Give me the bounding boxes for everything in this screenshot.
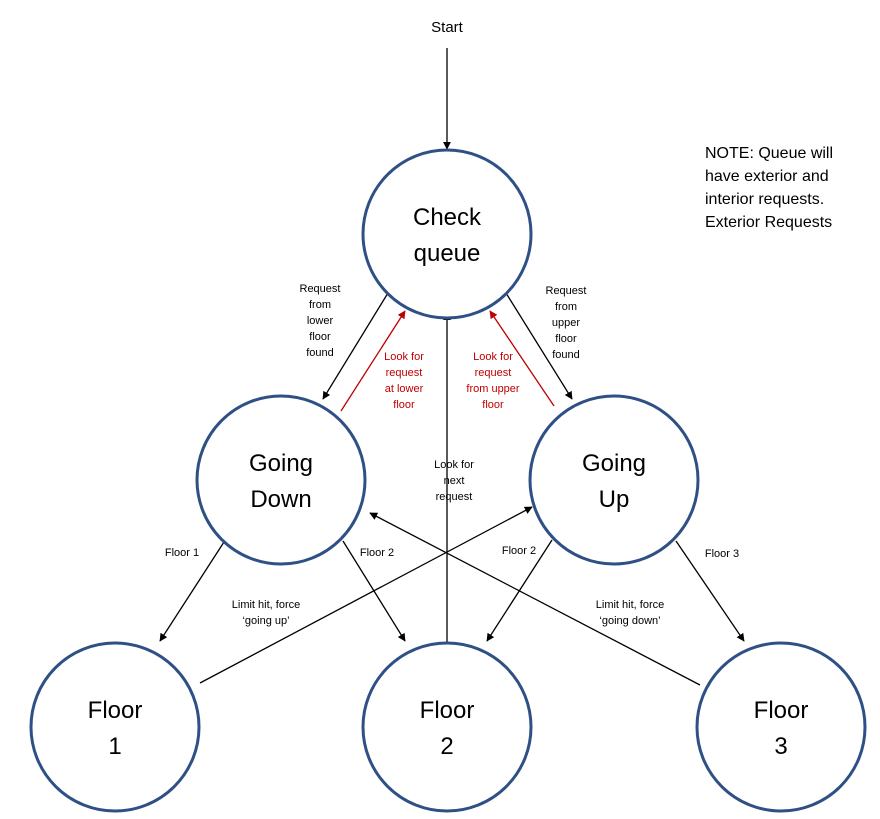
edge-label-floor3-to-down: Limit hit, force ‘going down’ xyxy=(596,599,664,627)
edge-label-line: Look for xyxy=(434,459,474,471)
edge-label-line: Limit hit, force xyxy=(596,599,664,611)
node-label-line: Check xyxy=(413,204,482,231)
edge-label-line: request xyxy=(436,491,473,503)
edge-label-floor1-to-up: Limit hit, force ‘going up’ xyxy=(232,599,300,627)
edge-label-down-to-check: Look for request at lower floor xyxy=(384,351,424,411)
edge-label-line: from upper xyxy=(466,383,520,395)
edges-layer xyxy=(159,48,745,686)
edge-label-line: request xyxy=(475,367,512,379)
edge-floor1-to-up xyxy=(199,506,533,684)
edge-down-to-check xyxy=(340,310,406,412)
edge-label-line: upper xyxy=(552,317,580,329)
edge-label-line: Limit hit, force xyxy=(232,599,300,611)
edge-label-line: floor xyxy=(309,331,331,343)
edge-label-line: floor xyxy=(482,399,504,411)
edge-label-line: found xyxy=(552,349,580,361)
edge-label-line: Look for xyxy=(384,351,424,363)
node-label-line: Going xyxy=(249,450,313,477)
edge-label-line: from xyxy=(555,301,577,313)
node-label: Floor 3 xyxy=(754,697,809,760)
edge-check-to-down xyxy=(322,292,389,400)
edge-label-line: Floor 3 xyxy=(705,548,739,560)
edge-check-to-up xyxy=(505,292,573,400)
edge-label-line: from xyxy=(309,299,331,311)
node-circle xyxy=(29,641,201,813)
note-line: Exterior Requests xyxy=(705,214,832,231)
node-label-line: Up xyxy=(599,486,630,513)
edge-label-down-to-floor2: Floor 2 xyxy=(360,547,394,559)
edge-label-up-to-floor2: Floor 2 xyxy=(502,545,536,557)
node-label: Floor 2 xyxy=(420,697,475,760)
edge-label-line: Look for xyxy=(473,351,513,363)
edge-label-line: Floor 2 xyxy=(360,547,394,559)
node-label-line: Down xyxy=(250,486,311,513)
node-label-line: queue xyxy=(414,240,481,267)
edge-down-to-floor1 xyxy=(159,541,225,642)
note-line: NOTE: Queue will xyxy=(705,145,833,162)
edge-floor3-to-down xyxy=(369,512,701,686)
edge-label-line: ‘going down’ xyxy=(599,615,660,627)
edge-label-line: at lower xyxy=(385,383,424,395)
node-label-line: 1 xyxy=(108,733,121,760)
edge-label-check-to-down: Request from lower floor found xyxy=(300,283,341,359)
note: NOTE: Queue will have exterior and interio… xyxy=(705,145,833,231)
edge-label-line: floor xyxy=(393,399,415,411)
node-floor-2: Floor 2 xyxy=(361,641,533,813)
edge-label-line: next xyxy=(444,475,465,487)
node-check-queue: Check queue xyxy=(361,148,533,320)
node-label-line: 3 xyxy=(774,733,787,760)
edge-label-line: Request xyxy=(300,283,341,295)
node-label: Check queue xyxy=(413,204,482,267)
node-circle xyxy=(195,394,367,566)
edge-label-line: found xyxy=(306,347,334,359)
start-label: Start xyxy=(431,19,464,36)
edge-label-line: ‘going up’ xyxy=(242,615,289,627)
edge-label-floor2-to-check: Look for next request xyxy=(434,459,474,503)
edge-label-line: lower xyxy=(307,315,334,327)
edge-label-up-to-floor3: Floor 3 xyxy=(705,548,739,560)
edge-label-line: floor xyxy=(555,333,577,345)
node-floor-3: Floor 3 xyxy=(695,641,867,813)
node-label-line: Going xyxy=(582,450,646,477)
node-circle xyxy=(528,394,700,566)
node-label-line: Floor xyxy=(88,697,143,724)
node-circle xyxy=(361,148,533,320)
edge-label-line: request xyxy=(386,367,423,379)
note-line: have exterior and xyxy=(705,168,829,185)
edge-label-line: Request xyxy=(546,285,587,297)
node-floor-1: Floor 1 xyxy=(29,641,201,813)
edge-up-to-floor3 xyxy=(675,540,745,642)
edge-label-down-to-floor1: Floor 1 xyxy=(165,547,199,559)
edge-label-check-to-up: Request from upper floor found xyxy=(546,285,587,361)
node-label: Floor 1 xyxy=(88,697,143,760)
node-circle xyxy=(361,641,533,813)
edge-label-line: Floor 2 xyxy=(502,545,536,557)
note-line: interior requests. xyxy=(705,191,824,208)
edge-up-to-check xyxy=(489,310,555,407)
node-circle xyxy=(695,641,867,813)
edge-label-line: Floor 1 xyxy=(165,547,199,559)
node-label-line: 2 xyxy=(440,733,453,760)
edge-label-up-to-check: Look for request from upper floor xyxy=(466,351,520,411)
node-label-line: Floor xyxy=(420,697,475,724)
node-label-line: Floor xyxy=(754,697,809,724)
